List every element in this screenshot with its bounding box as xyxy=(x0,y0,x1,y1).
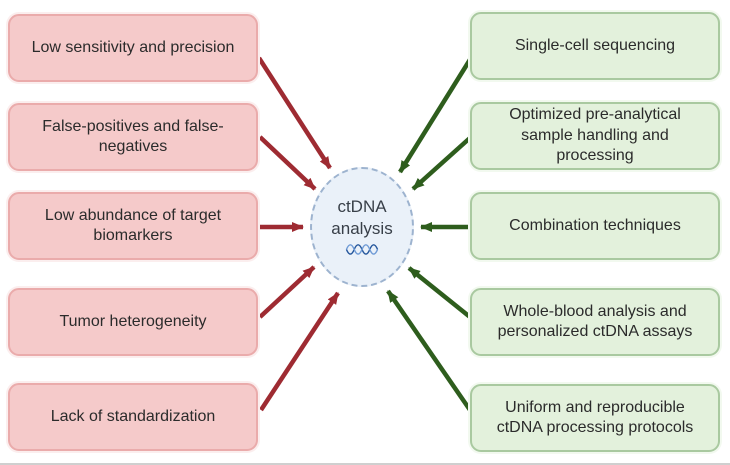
challenge-label: Lack of standardization xyxy=(50,407,216,425)
solution-box-single-cell: Single-cell sequencing xyxy=(470,12,720,80)
center-node-ctdna-analysis: ctDNA analysis xyxy=(310,167,414,287)
solution-label: Whole-blood analysis and personalized ct… xyxy=(497,302,693,340)
arrow-solution-2 xyxy=(411,135,473,191)
solution-label: Single-cell sequencing xyxy=(514,36,676,54)
center-label: ctDNA analysis xyxy=(331,197,393,238)
challenge-box-low-abundance: Low abundance of target biomarkers xyxy=(8,192,258,260)
challenge-label: Low abundance of target biomarkers xyxy=(44,206,222,244)
challenge-label: Tumor heterogeneity xyxy=(59,312,207,330)
solution-box-combination: Combination techniques xyxy=(470,192,720,260)
arrow-challenge-5 xyxy=(259,291,340,412)
solution-label: Combination techniques xyxy=(509,216,681,234)
solution-label: Uniform and reproducible ctDNA processin… xyxy=(496,398,694,436)
arrow-solution-1 xyxy=(398,56,473,174)
arrow-challenge-4 xyxy=(258,265,316,319)
arrow-solution-5 xyxy=(386,289,472,412)
challenge-box-lack-standardization: Lack of standardization xyxy=(8,383,258,451)
challenge-box-false-positives: False-positives and false-negatives xyxy=(8,103,258,171)
dna-helix-icon xyxy=(345,243,379,255)
challenge-box-low-sensitivity: Low sensitivity and precision xyxy=(8,14,258,82)
solution-box-whole-blood: Whole-blood analysis and personalized ct… xyxy=(470,288,720,356)
solution-label: Optimized pre-analytical sample handling… xyxy=(509,106,681,165)
challenge-label: False-positives and false-negatives xyxy=(42,117,224,155)
arrow-challenge-1 xyxy=(257,56,332,170)
challenge-label: Low sensitivity and precision xyxy=(31,38,235,56)
solution-box-preanalytical: Optimized pre-analytical sample handling… xyxy=(470,102,720,170)
solution-box-uniform-protocols: Uniform and reproducible ctDNA processin… xyxy=(470,384,720,452)
challenge-box-tumor-heterogeneity: Tumor heterogeneity xyxy=(8,288,258,356)
arrow-solution-4 xyxy=(407,266,472,319)
arrow-challenge-2 xyxy=(258,135,317,191)
